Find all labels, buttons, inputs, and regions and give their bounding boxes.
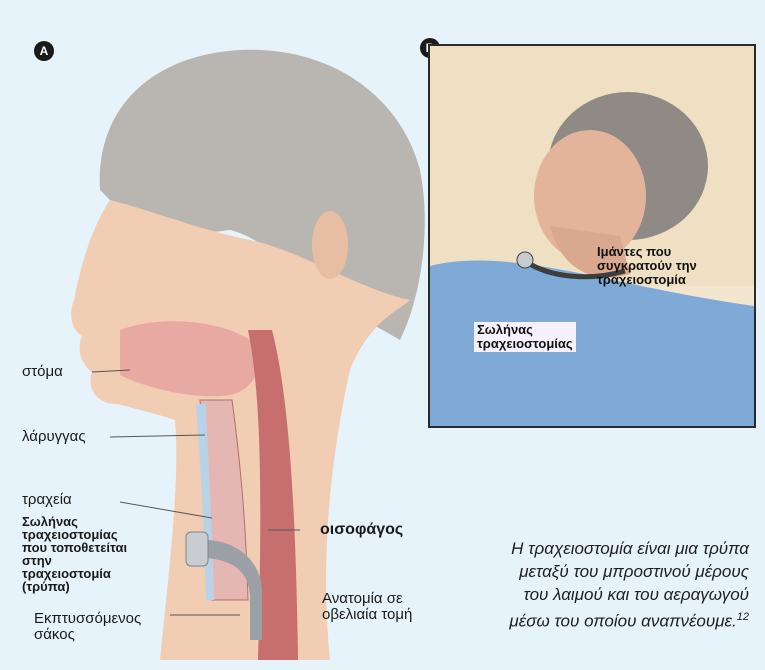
- label-mouth: στόμα: [22, 364, 63, 380]
- caption-text: Η τραχειοστομία είναι μια τρύπα μεταξύ τ…: [509, 539, 749, 631]
- tube-line-6: (τρύπα): [22, 580, 127, 593]
- label-sagittal-group: Ανατομία σε οβελιαία τομή: [322, 591, 412, 623]
- straps-line-3: τραχειοστομία: [597, 273, 697, 287]
- label-esophagus: οισοφάγος: [320, 522, 403, 538]
- sagittal-line-1: Ανατομία σε: [322, 591, 412, 607]
- label-cuff-group: Εκπτυσσόμενος σάκος: [34, 611, 141, 643]
- label-tube-group: Σωλήνας τραχειοστομίας που τοποθετείται …: [22, 515, 127, 593]
- badge-a-label: A: [40, 44, 49, 58]
- straps-line-2: συγκρατούν την: [597, 259, 697, 273]
- badge-a: A: [34, 41, 54, 61]
- caption-reference: 12: [737, 611, 749, 623]
- label-larynx: λάρυγγας: [22, 429, 86, 445]
- label-inset-tube-group: Σωλήνας τραχειοστομίας: [474, 322, 576, 352]
- inset-tube: [517, 252, 533, 268]
- ear-shape: [312, 211, 348, 279]
- label-trachea: τραχεία: [22, 492, 72, 508]
- tube-flange: [186, 532, 208, 566]
- inset-illustration: [430, 46, 754, 426]
- cuff-line-1: Εκπτυσσόμενος: [34, 611, 141, 627]
- inset-tube-line-2: τραχειοστομίας: [477, 337, 573, 351]
- cuff-line-2: σάκος: [34, 627, 141, 643]
- caption: Η τραχειοστομία είναι μια τρύπα μεταξύ τ…: [499, 537, 749, 633]
- inset-tube-line-1: Σωλήνας: [477, 323, 573, 337]
- label-straps-group: Ιμάντες που συγκρατούν την τραχειοστομία: [594, 244, 700, 288]
- inset-panel: Ιμάντες που συγκρατούν την τραχειοστομία…: [428, 44, 756, 428]
- straps-line-1: Ιμάντες που: [597, 245, 697, 259]
- sagittal-line-2: οβελιαία τομή: [322, 607, 412, 623]
